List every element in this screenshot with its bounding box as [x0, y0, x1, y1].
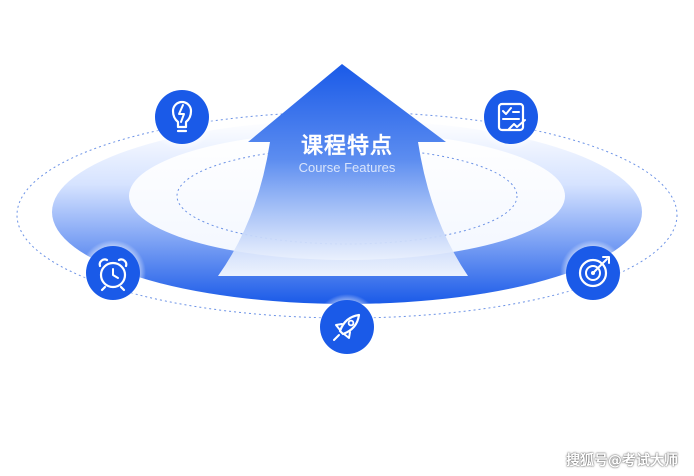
inner-dotted-orbit	[176, 147, 518, 245]
lightning-bulb-icon	[149, 84, 215, 150]
watermark: 搜狐号@考试大师	[566, 453, 678, 469]
checklist-chart-icon	[478, 84, 544, 150]
diagram-title: 课程特点	[300, 134, 393, 159]
upward-arrow	[218, 64, 468, 276]
diagram-subtitle: Course Features	[298, 160, 396, 175]
target-arrow-icon	[560, 240, 626, 306]
rocket-icon	[314, 294, 380, 360]
alarm-clock-icon	[80, 240, 146, 306]
